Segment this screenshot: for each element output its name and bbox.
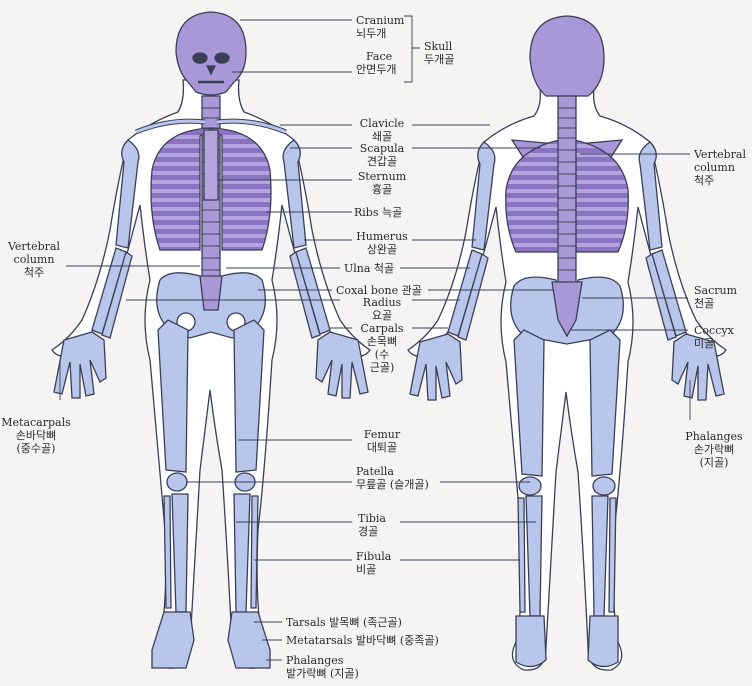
label-sacrum-ko: 천골 xyxy=(694,297,737,310)
label-vertebral-left: Vertebral column 척주 xyxy=(2,240,66,279)
label-sacrum-en: Sacrum xyxy=(694,284,737,297)
label-clavicle-en: Clavicle xyxy=(352,117,412,130)
label-cranium: Cranium 뇌두개 xyxy=(356,14,404,40)
label-face: Face 안면두개 xyxy=(356,50,396,76)
label-vertebral-right-en2: column xyxy=(694,161,746,174)
label-metatarsals: Metatarsals 발바닥뼈 (중족골) xyxy=(286,634,439,647)
label-tibia-ko: 경골 xyxy=(358,525,386,538)
label-sternum: Sternum 흉골 xyxy=(352,170,412,196)
label-vertebral-right: Vertebral column 척주 xyxy=(694,148,746,187)
label-radius-ko: 요골 xyxy=(352,309,412,322)
label-fibula: Fibula 비골 xyxy=(356,550,391,576)
label-phalanges-foot-en: Phalanges xyxy=(286,654,359,667)
label-skull: Skull 두개골 xyxy=(424,40,454,66)
label-sacrum: Sacrum 천골 xyxy=(694,284,737,310)
label-phalanges-foot-ko: 발가락뼈 (지골) xyxy=(286,667,359,680)
label-vertebral-left-en2: column xyxy=(2,253,66,266)
label-metatarsals-text: Metatarsals 발바닥뼈 (중족골) xyxy=(286,634,439,647)
label-scapula-en: Scapula xyxy=(352,142,412,155)
back-lower-legs xyxy=(518,496,616,616)
label-humerus: Humerus 상완골 xyxy=(352,230,412,256)
label-metacarpals: Metacarpals 손바닥뼈 (중수골) xyxy=(0,416,72,455)
label-phalanges-foot: Phalanges 발가락뼈 (지골) xyxy=(286,654,359,680)
label-metacarpals-en: Metacarpals xyxy=(0,416,72,429)
label-coccyx: Coccyx 미골 xyxy=(694,324,734,350)
label-face-ko: 안면두개 xyxy=(356,63,396,76)
label-carpals-ko2: (수 xyxy=(352,348,412,361)
label-carpals-ko3: 근골) xyxy=(352,361,412,374)
label-ribs: Ribs 늑골 xyxy=(354,206,402,219)
label-tarsals: Tarsals 발목뼈 (족근골) xyxy=(286,616,402,629)
label-cranium-en: Cranium xyxy=(356,14,404,27)
label-carpals-ko1: 손목뼈 xyxy=(352,335,412,348)
label-phalanges-hand-ko2: (지골) xyxy=(680,456,748,469)
label-humerus-en: Humerus xyxy=(352,230,412,243)
label-clavicle: Clavicle 쇄골 xyxy=(352,117,412,143)
label-skull-ko: 두개골 xyxy=(424,53,454,66)
label-radius-en: Radius xyxy=(352,296,412,309)
label-cranium-ko: 뇌두개 xyxy=(356,27,404,40)
front-feet xyxy=(152,612,270,668)
label-sternum-en: Sternum xyxy=(352,170,412,183)
label-scapula-ko: 견갑골 xyxy=(352,155,412,168)
label-phalanges-hand: Phalanges 손가락뼈 (지골) xyxy=(680,430,748,469)
label-phalanges-hand-en: Phalanges xyxy=(680,430,748,443)
back-feet xyxy=(516,616,618,667)
label-tarsals-text: Tarsals 발목뼈 (족근골) xyxy=(286,616,402,629)
front-figure xyxy=(52,12,370,668)
label-skull-en: Skull xyxy=(424,40,454,53)
label-patella-en: Patella xyxy=(356,465,429,478)
label-phalanges-hand-ko1: 손가락뼈 xyxy=(680,443,748,456)
label-ulna: Ulna 척골 xyxy=(344,262,394,275)
label-vertebral-right-en1: Vertebral xyxy=(694,148,746,161)
label-fibula-en: Fibula xyxy=(356,550,391,563)
back-figure xyxy=(408,16,726,670)
label-patella: Patella 무릎골 (슬개골) xyxy=(356,465,429,491)
label-tibia: Tibia 경골 xyxy=(358,512,386,538)
label-patella-ko: 무릎골 (슬개골) xyxy=(356,478,429,491)
back-skull xyxy=(530,16,604,96)
label-femur: Femur 대퇴골 xyxy=(352,428,412,454)
label-vertebral-left-ko: 척주 xyxy=(2,266,66,279)
label-carpals: Carpals 손목뼈 (수 근골) xyxy=(352,322,412,374)
label-humerus-ko: 상완골 xyxy=(352,243,412,256)
label-coccyx-en: Coccyx xyxy=(694,324,734,337)
label-metacarpals-ko2: (중수골) xyxy=(0,442,72,455)
label-coccyx-ko: 미골 xyxy=(694,337,734,350)
label-vertebral-right-ko: 척주 xyxy=(694,174,746,187)
label-tibia-en: Tibia xyxy=(358,512,386,525)
label-vertebral-left-en1: Vertebral xyxy=(2,240,66,253)
label-radius: Radius 요골 xyxy=(352,296,412,322)
label-ulna-text: Ulna 척골 xyxy=(344,262,394,275)
label-femur-en: Femur xyxy=(352,428,412,441)
label-scapula: Scapula 견갑골 xyxy=(352,142,412,168)
label-ribs-text: Ribs 늑골 xyxy=(354,206,402,219)
label-fibula-ko: 비골 xyxy=(356,563,391,576)
label-sternum-ko: 흉골 xyxy=(352,183,412,196)
front-lower-legs xyxy=(164,494,258,612)
label-femur-ko: 대퇴골 xyxy=(352,441,412,454)
label-metacarpals-ko1: 손바닥뼈 xyxy=(0,429,72,442)
label-carpals-en: Carpals xyxy=(352,322,412,335)
label-face-en: Face xyxy=(356,50,396,63)
